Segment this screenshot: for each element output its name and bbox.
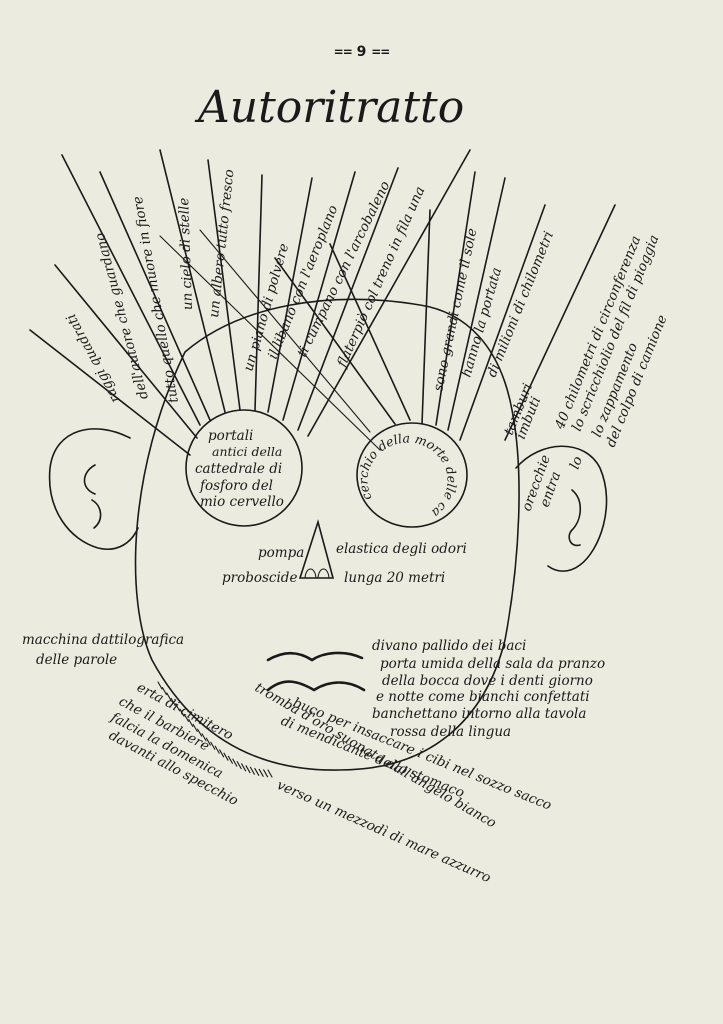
right-ear-inner [568, 489, 582, 547]
stubble-tick [192, 723, 198, 732]
stubble-tick [236, 761, 242, 770]
svg-text:porta umida della sala da pran: porta umida della sala da pranzo [380, 656, 605, 672]
svg-text:delle parole: delle parole [36, 652, 117, 668]
page-number-value: 9 [356, 44, 367, 60]
svg-text:proboscide: proboscide [222, 570, 297, 586]
svg-text:banchettano intorno alla tavol: banchettano intorno alla tavola [372, 706, 586, 722]
stubble-tick [227, 755, 233, 764]
nose [298, 519, 335, 579]
stubble-tick [170, 697, 176, 707]
page-number: == 9 == [333, 44, 391, 60]
svg-text:macchina dattilografica: macchina dattilografica [22, 632, 184, 648]
stubble-tick [223, 752, 229, 761]
stubble-tick [197, 728, 203, 737]
svg-text:fosforo del: fosforo del [199, 478, 273, 494]
mouth-text: divano pallido dei baci porta umida dell… [372, 638, 605, 740]
upper-lip [266, 651, 364, 662]
svg-text:pompa: pompa [258, 545, 304, 561]
stubble-tick [201, 733, 207, 742]
stubble-tick [241, 763, 247, 772]
svg-text:lunga 20 metri: lunga 20 metri [344, 570, 445, 586]
stubble-tick [245, 765, 251, 774]
left-eye-text: portali antici della cattedrale di fosfo… [195, 428, 284, 510]
svg-text:cattedrale di: cattedrale di [195, 461, 282, 477]
svg-text:portali: portali [208, 428, 253, 444]
svg-text:della bocca dove i denti giorn: della bocca dove i denti giorno [382, 673, 593, 689]
stubble-tick [161, 686, 167, 696]
hair-text-4: un cielo di stelle [176, 197, 196, 310]
title: Autoritratto [194, 82, 464, 133]
svg-text:divano pallido dei baci: divano pallido dei baci [372, 638, 526, 654]
left-cheek-text: macchina dattilografica delle parole [22, 632, 184, 668]
stubble-tick [210, 741, 216, 750]
stubble-tick [249, 766, 255, 775]
chin-text: erta di cimitero che il barbiere falcia … [106, 679, 241, 809]
svg-text:lo: lo [567, 454, 586, 471]
stubble-tick [175, 703, 181, 712]
stubble-tick [254, 767, 260, 776]
stubble-tick [263, 769, 269, 778]
stubble-tick [267, 769, 273, 778]
svg-text:antici della: antici della [212, 444, 282, 459]
face-outline [134, 298, 520, 771]
svg-text:e notte come bianchi confettat: e notte come bianchi confettati [376, 689, 590, 705]
stubble-tick [214, 745, 220, 754]
right-eye [356, 422, 468, 528]
stubble-tick [179, 708, 185, 717]
hair-text-1: raggi quadrati [63, 311, 123, 406]
svg-text:rossa della lingua: rossa della lingua [390, 724, 511, 740]
stubble-tick [166, 692, 172, 701]
stubble-tick [232, 758, 238, 767]
nose-text: pompa elastica degli odori proboscide lu… [222, 541, 467, 586]
stubble-tick [205, 737, 211, 746]
svg-text:mio cervello: mio cervello [200, 494, 284, 510]
lower-lip [266, 680, 366, 692]
stubble-tick [183, 713, 189, 722]
right-ear [515, 445, 608, 572]
stubble-tick [188, 718, 194, 728]
stubble-tick [258, 768, 264, 777]
beard-stubble [157, 681, 273, 778]
hair-texts: raggi quadrati dell'autore che guardano … [63, 169, 557, 406]
stubble-tick [219, 749, 225, 758]
nostrils [304, 568, 330, 579]
left-eye [185, 409, 303, 527]
hair-rays [29, 149, 616, 456]
svg-text:elastica degli odori: elastica degli odori [336, 541, 467, 557]
left-ear [48, 428, 139, 550]
left-ear-inner [83, 464, 102, 529]
stubble-tick [157, 681, 163, 690]
